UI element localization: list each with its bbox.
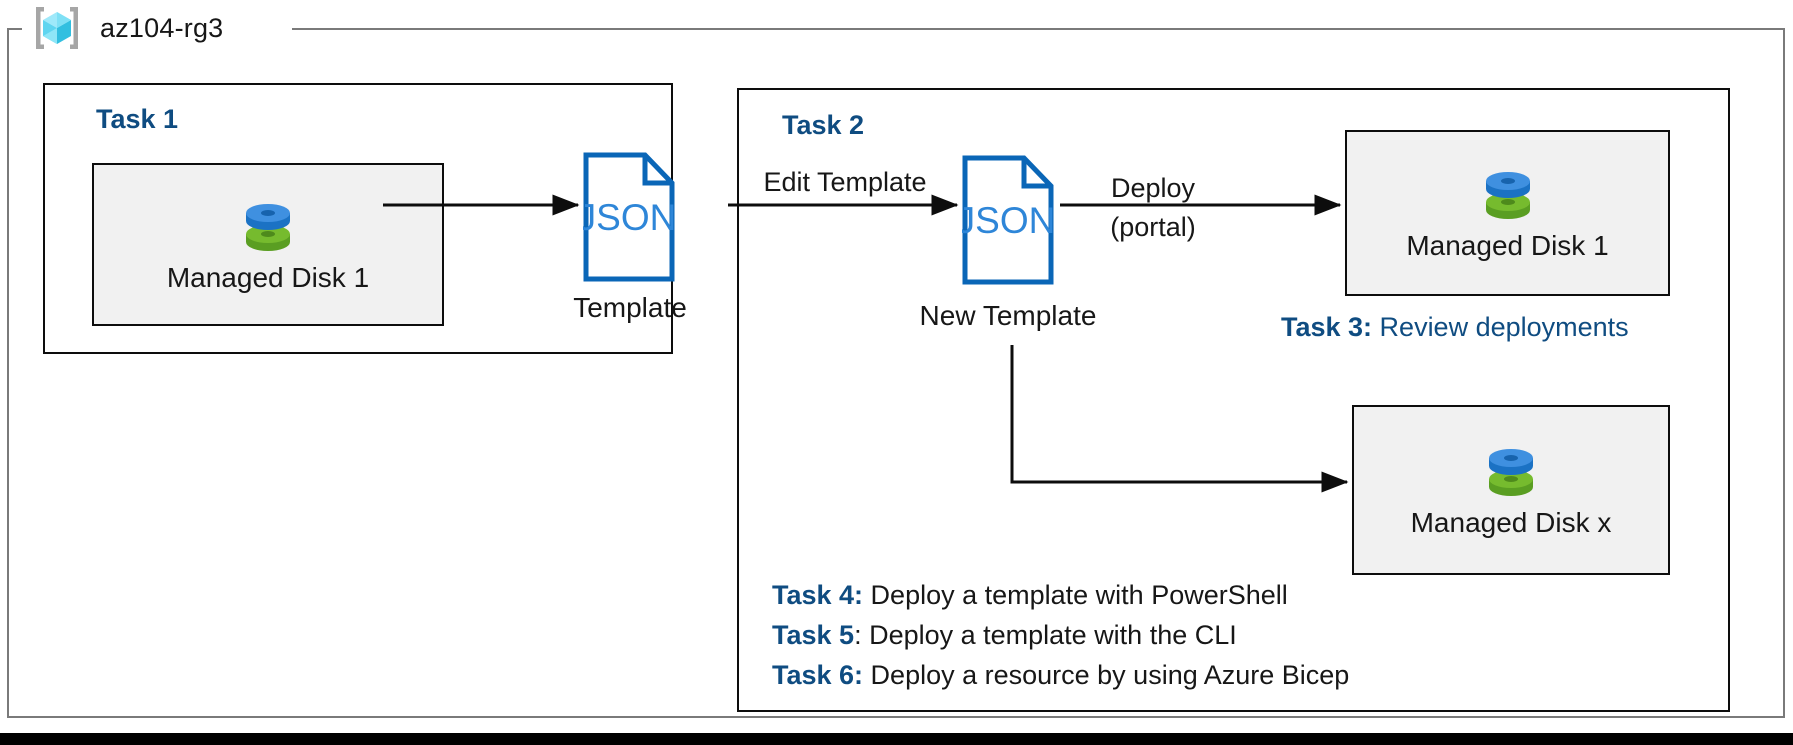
resource-group-title-gap [22,20,292,40]
managed-disk-1-box-task1: Managed Disk 1 [92,163,444,326]
task-3-text: Review deployments [1372,312,1629,342]
managed-disk-x-label: Managed Disk x [1410,507,1612,538]
task-6-note: Task 6: Deploy a resource by using Azure… [772,660,1349,691]
managed-disk-1-label-task2: Managed Disk 1 [1406,230,1609,261]
task-6-text: Deploy a resource by using Azure Bicep [863,660,1350,690]
deploy-edge-label-line1: Deploy [1110,173,1196,203]
managed-disk-x-box: Managed Disk x [1352,405,1670,575]
task-2-heading: Task 2 [782,110,865,140]
json-document-icon-new-template: JSON [962,155,1054,285]
task-4-text: Deploy a template with PowerShell [863,580,1288,610]
template-caption: Template [573,292,687,323]
task-5-text: : Deploy a template with the CLI [854,620,1237,650]
task-6-key: Task 6: [772,660,864,690]
task-1-heading: Task 1 [96,104,179,134]
managed-disk-1-label-task1: Managed Disk 1 [166,261,370,293]
task-4-key: Task 4: [772,580,864,610]
task-5-note: Task 5: Deploy a template with the CLI [772,620,1237,651]
managed-disk-1-box-task2: Managed Disk 1 [1345,130,1670,296]
managed-disk-icon [1480,441,1542,503]
managed-disk-icon [237,196,299,258]
resource-group-header: az104-rg3 [30,2,223,54]
svg-text:JSON: JSON [962,200,1054,241]
azure-resource-group-icon [30,3,84,53]
json-document-icon-template: JSON [583,152,675,282]
edit-template-edge-label: Edit Template [763,167,927,197]
deploy-edge-label-line2: (portal) [1110,212,1196,242]
task-3-note: Task 3: Review deployments [1281,312,1629,343]
bottom-bar [0,733,1793,745]
svg-text:JSON: JSON [583,197,675,238]
task-5-key: Task 5 [772,620,855,650]
task-3-key: Task 3: [1281,312,1373,342]
task-4-note: Task 4: Deploy a template with PowerShel… [772,580,1288,611]
new-template-caption: New Template [919,300,1097,331]
managed-disk-icon [1477,164,1539,226]
resource-group-name: az104-rg3 [100,12,224,43]
